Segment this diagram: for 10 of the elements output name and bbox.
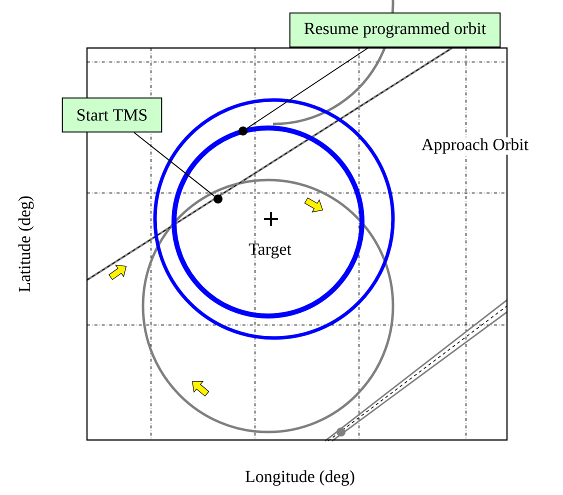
point-marker [238,126,248,136]
axis-title: Latitude (deg) [18,196,34,292]
orbit-label: Approach Orbit [420,137,530,155]
target-label: Target [248,244,292,258]
axis-title: Longitude (deg) [246,470,354,486]
callout-box: Resume programmed orbit [289,12,501,48]
leader-line [134,132,215,197]
point-marker [214,194,222,204]
leader-line [246,47,370,129]
callout-box: Start TMS [62,98,162,132]
